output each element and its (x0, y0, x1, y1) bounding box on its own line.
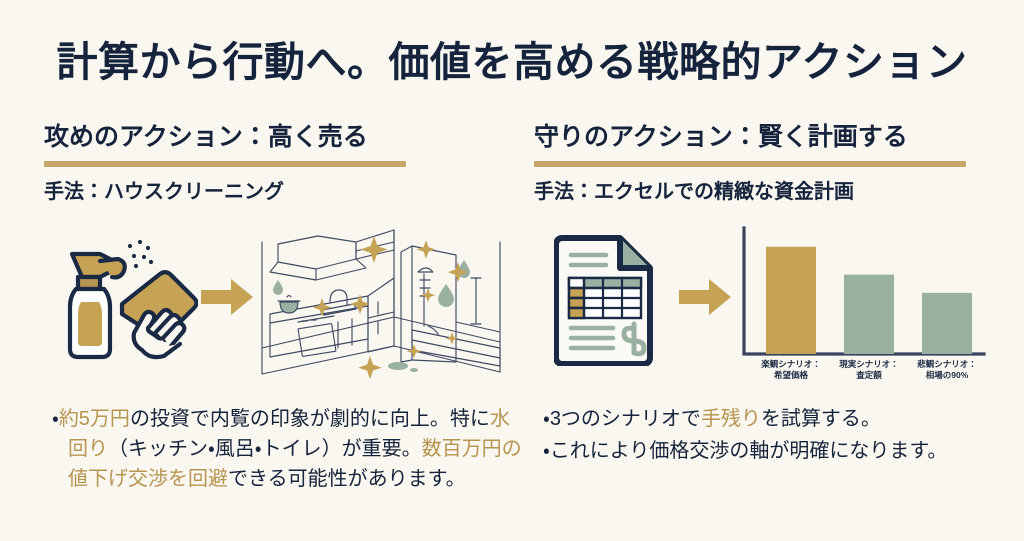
spray-bottle-and-cleaning-glove-icon (48, 232, 198, 382)
left-illustration-group (44, 222, 504, 387)
chart-tick-label: 相場の90% (926, 370, 969, 380)
right-arrow-icon (679, 277, 731, 317)
bullet-highlight: 手残り (700, 408, 761, 430)
bullet-item: ・約5万円の投資で内覧の印象が劇的に向上。特に水回り（キッチン・風呂・トイレ）が… (52, 404, 522, 494)
right-heading-underline (534, 161, 966, 168)
chart-tick-label: 査定額 (855, 370, 882, 380)
left-column-heading: 攻めのアクション：高く売る (44, 123, 368, 151)
three-bar-scenario-chart: 楽観シナリオ：希望価格 現実シナリオ：査定額 悲観シナリオ：相場の90% (734, 224, 990, 384)
bullet-marker: ・ (52, 408, 59, 430)
bullet-text: （キッチン・風呂・トイレ）が重要。 (108, 438, 422, 460)
bullet-text: できる可能性があります。 (228, 468, 466, 490)
bullet-text: これにより価格交渉の軸が明確になります。 (549, 440, 948, 462)
left-column-header: 攻めのアクション：高く売る 手法：ハウスクリーニング (44, 122, 504, 205)
right-method-label: 手法：エクセルでの精緻な資金計画 (534, 181, 854, 204)
bullet-text: 特に (449, 408, 490, 430)
right-illustration-group: 楽観シナリオ：希望価格 現実シナリオ：査定額 悲観シナリオ：相場の90% (534, 222, 994, 387)
bullet-item: ・これにより価格交渉の軸が明確になります。 (543, 436, 1013, 466)
bullet-marker: ・ (543, 440, 550, 462)
chart-tick-label: 現実シナリオ： (839, 359, 899, 369)
right-column-header: 守りのアクション：賢く計画する 手法：エクセルでの精緻な資金計画 (534, 122, 994, 205)
chart-bars (766, 246, 972, 354)
chart-tick-label: 希望価格 (774, 370, 809, 380)
bullet-highlight: 水回り (68, 408, 510, 460)
chart-tick-label: 悲観シナリオ： (916, 359, 977, 369)
bullet-highlight: 約5万円 (58, 408, 130, 430)
left-heading-underline (44, 161, 406, 168)
chart-tick-labels: 楽観シナリオ：希望価格 現実シナリオ：査定額 悲観シナリオ：相場の90% (760, 359, 977, 380)
bullet-marker: ・ (543, 408, 550, 430)
sparkling-clean-kitchen-bathroom-illustration (256, 222, 506, 387)
chart-bar (922, 292, 972, 354)
bullet-item: ・3つのシナリオで手残りを試算する。 (543, 404, 1013, 434)
bullet-text: 3つのシナリオで (549, 408, 701, 430)
chart-bar (844, 274, 894, 354)
right-bullet-list: ・3つのシナリオで手残りを試算する。・これにより価格交渉の軸が明確になります。 (543, 404, 1013, 468)
bullet-highlight: 数百万円の値下げ交渉を回避 (68, 438, 522, 490)
page-title: 計算から行動へ。価値を高める戦略的アクション (56, 39, 968, 85)
right-arrow-icon (201, 277, 253, 317)
chart-bar (766, 246, 816, 354)
bullet-text: の投資で内覧の印象が劇的に向上。 (129, 408, 450, 430)
chart-tick-label: 楽観シナリオ： (760, 359, 821, 369)
left-bullet-list: ・約5万円の投資で内覧の印象が劇的に向上。特に水回り（キッチン・風呂・トイレ）が… (52, 404, 522, 496)
chart-axis (742, 226, 986, 356)
spreadsheet-document-icon (554, 230, 658, 366)
bullet-text: を試算する。 (760, 408, 881, 430)
left-method-label: 手法：ハウスクリーニング (44, 181, 284, 204)
right-column-heading: 守りのアクション：賢く計画する (534, 123, 908, 151)
